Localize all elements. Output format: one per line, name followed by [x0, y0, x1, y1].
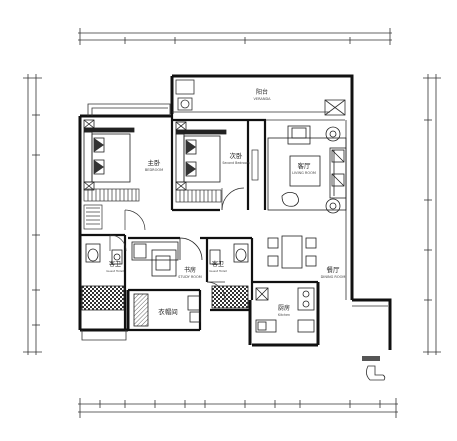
master-bedroom-door [124, 209, 146, 231]
label-second-bedroom-en: Second Bedroom [222, 161, 249, 165]
label-living-room-en: LIVING ROOM [292, 171, 316, 175]
label-dining-room-cn: 餐厅 [327, 265, 341, 274]
label-second-bedroom-cn: 次卧 [230, 151, 244, 160]
label-living-room-cn: 客厅 [298, 161, 312, 170]
guest-bath-left-door [109, 234, 127, 252]
label-master-bedroom-en: BEDROOM [145, 168, 163, 172]
master-bed [83, 119, 135, 191]
label-guest-bath-left-cn: 客卫 [109, 260, 121, 268]
label-dining-room-en: DINING ROOM [321, 275, 346, 279]
label-guest-bath-left-en: Guest Toilet [106, 269, 124, 273]
cloakroom-fixtures [133, 293, 201, 327]
living-room-furniture [267, 125, 347, 214]
entry-marker-icon [362, 356, 386, 381]
label-veranda-en: VERANDA [254, 97, 272, 101]
dimension-left [23, 74, 42, 355]
dining-furniture [267, 235, 317, 269]
dimension-right [423, 74, 441, 355]
master-bed-decor [94, 138, 104, 174]
master-wardrobe [83, 188, 140, 230]
label-kitchen-cn: 厨房 [278, 304, 290, 312]
second-wardrobe [175, 189, 222, 203]
label-study-cn: 书房 [184, 266, 196, 274]
label-guest-bath-right-cn: 客卫 [212, 260, 224, 268]
second-bed [175, 121, 227, 191]
study-furniture [131, 237, 203, 277]
kitchen-fixtures [255, 287, 315, 333]
veranda-fixtures [175, 79, 195, 111]
second-bedroom-door [221, 149, 259, 211]
guest-bath-right-door [206, 281, 226, 301]
guest-bath-right-fixtures [209, 243, 249, 309]
guest-bath-left-fixtures [81, 243, 125, 311]
label-guest-bath-right-en: Guest Toilet [209, 269, 227, 273]
label-kitchen-en: Kitchen [278, 313, 290, 317]
veranda-glass [172, 99, 346, 121]
label-cloakroom-cn: 衣帽间 [158, 307, 178, 316]
interior-walls [80, 114, 318, 332]
second-bed-decor [186, 140, 196, 176]
exterior-walls [78, 74, 392, 350]
label-veranda-cn: 阳台 [256, 88, 268, 96]
label-study-en: STUDY ROOM [178, 275, 202, 279]
dimension-top [78, 28, 392, 45]
label-master-bedroom-cn: 主卧 [148, 158, 162, 167]
dimension-bottom [78, 398, 398, 418]
